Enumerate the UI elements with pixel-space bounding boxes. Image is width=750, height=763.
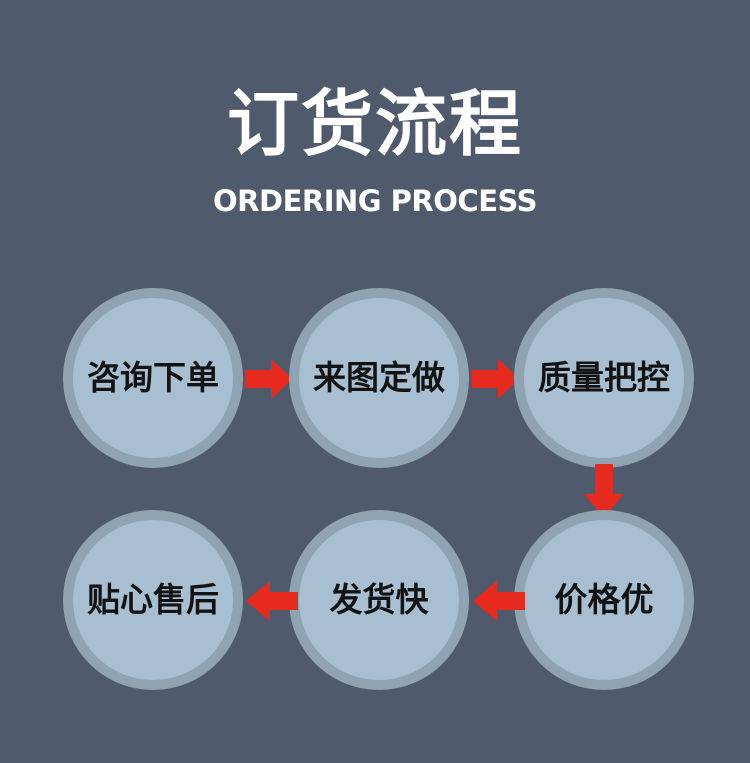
step-label: 质量把控 bbox=[538, 358, 670, 397]
arrow-left-icon bbox=[473, 581, 525, 621]
arrow-right-icon bbox=[472, 359, 520, 399]
step-circle-inner: 质量把控 bbox=[524, 298, 684, 458]
step-label: 来图定做 bbox=[313, 358, 445, 397]
step-circle-inner: 贴心售后 bbox=[73, 520, 233, 680]
page-subtitle: ORDERING PROCESS bbox=[213, 184, 537, 218]
step-quality-control: 质量把控 bbox=[514, 288, 694, 468]
page-title: 订货流程 bbox=[226, 82, 523, 166]
step-label: 贴心售后 bbox=[87, 580, 219, 619]
step-label: 发货快 bbox=[329, 580, 429, 619]
step-after-sales: 贴心售后 bbox=[63, 510, 243, 690]
step-circle-inner: 价格优 bbox=[524, 520, 684, 680]
step-consult-order: 咨询下单 bbox=[63, 288, 243, 468]
step-label: 咨询下单 bbox=[87, 358, 219, 397]
step-custom-drawing: 来图定做 bbox=[289, 288, 469, 468]
step-circle-inner: 发货快 bbox=[299, 520, 459, 680]
arrow-right-icon bbox=[245, 359, 293, 399]
step-good-price: 价格优 bbox=[514, 510, 694, 690]
step-fast-shipping: 发货快 bbox=[289, 510, 469, 690]
arrow-left-icon bbox=[246, 581, 298, 621]
step-circle-inner: 咨询下单 bbox=[73, 298, 233, 458]
step-label: 价格优 bbox=[554, 580, 654, 619]
arrow-down-icon bbox=[584, 464, 624, 518]
step-circle-inner: 来图定做 bbox=[299, 298, 459, 458]
